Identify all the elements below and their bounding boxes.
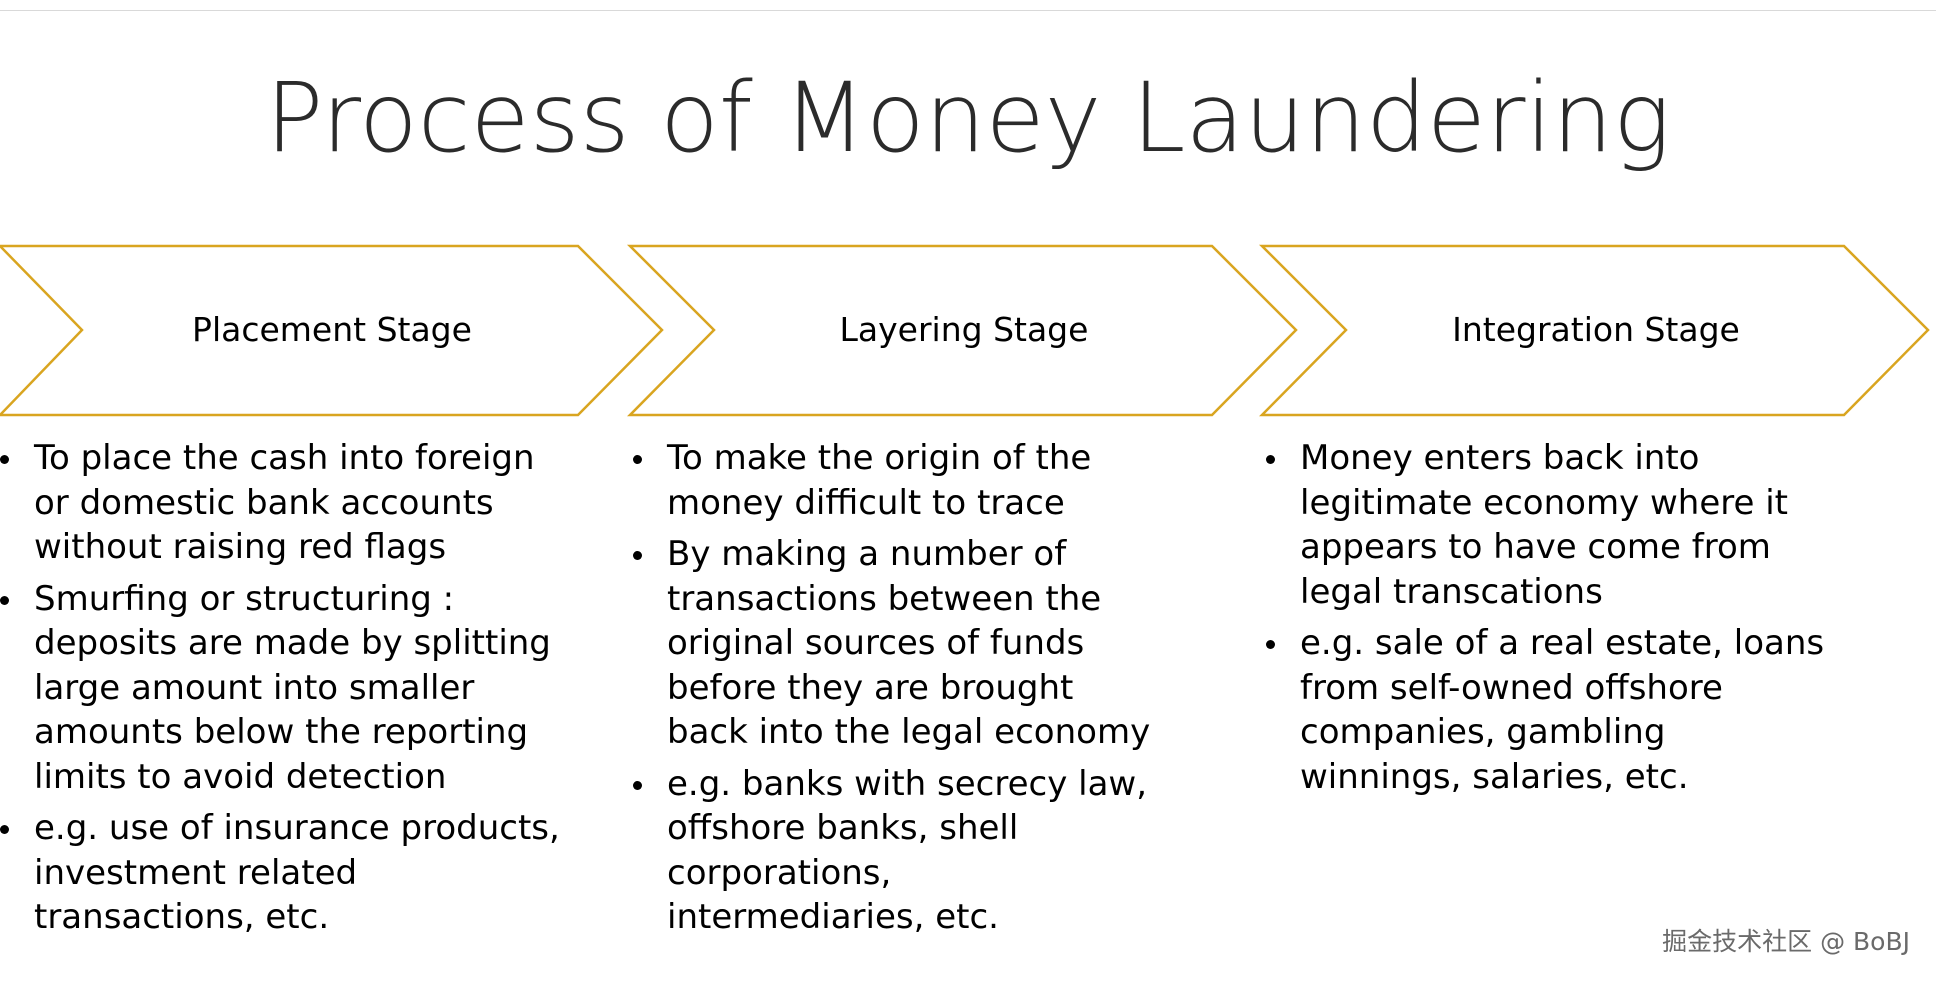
integration-chevron xyxy=(1258,244,1930,417)
list-item: e.g. banks with secrecy law, offshore ba… xyxy=(633,762,1153,940)
layering-bullet-list: To make the origin of the money difficul… xyxy=(633,436,1153,947)
placement-chevron xyxy=(0,244,664,417)
list-item: By making a number of transactions betwe… xyxy=(633,532,1153,755)
integration-stage-label: Integration Stage xyxy=(1452,310,1740,349)
placement-bullet-list: To place the cash into foreign or domest… xyxy=(0,436,560,947)
layering-chevron xyxy=(626,244,1298,417)
page-title: Process of Money Laundering xyxy=(265,62,1671,174)
placement-stage-label: Placement Stage xyxy=(192,310,472,349)
list-item: To place the cash into foreign or domest… xyxy=(0,436,560,570)
layering-stage-label: Layering Stage xyxy=(839,310,1089,349)
top-border xyxy=(0,0,1936,11)
list-item: e.g. sale of a real estate, loans from s… xyxy=(1266,621,1836,799)
list-item: e.g. use of insurance products, investme… xyxy=(0,806,560,940)
list-item: To make the origin of the money difficul… xyxy=(633,436,1153,525)
watermark: 掘金技术社区 @ BoBJ xyxy=(1662,927,1910,956)
integration-bullet-list: Money enters back into legitimate econom… xyxy=(1266,436,1836,806)
list-item: Money enters back into legitimate econom… xyxy=(1266,436,1836,614)
list-item: Smurfing or structuring : deposits are m… xyxy=(0,577,560,800)
